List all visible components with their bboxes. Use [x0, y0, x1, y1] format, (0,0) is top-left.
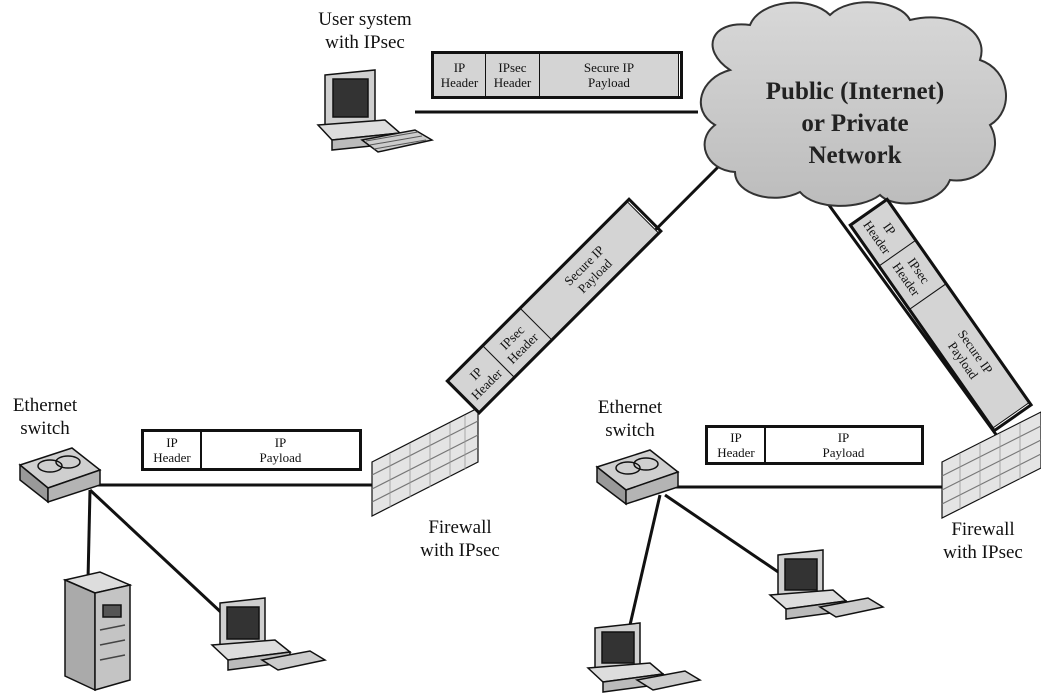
ethernet-switch-right-icon — [595, 449, 680, 506]
packet-top: IP Header IPsec Header Secure IP Payload — [431, 51, 683, 99]
links — [86, 110, 1002, 632]
firewall-right-label: Firewall with IPsec — [943, 519, 1023, 563]
link-cloud-firewall-right — [816, 189, 1002, 441]
pc-right-b-icon — [768, 549, 886, 620]
packet-top-secure-payload: Secure IP Payload — [539, 53, 679, 97]
link-switch-pc-right-a — [628, 494, 662, 626]
link-switch-server — [86, 489, 92, 581]
ethernet-switch-left-icon — [18, 447, 102, 504]
network-cloud — [699, 1, 1007, 207]
link-switch-pc-left — [88, 488, 242, 632]
packet-lan-left-ip-header: IP Header — [144, 432, 202, 468]
ethernet-switch-left-label: Ethernet switch — [12, 395, 78, 439]
link-switch-pc-right-b — [664, 493, 791, 582]
packet-lan-right-ip-header: IP Header — [708, 428, 766, 462]
packet-lan-right-ip-payload: IP Payload — [822, 430, 865, 460]
pc-left-icon — [210, 597, 328, 671]
user-computer-icon — [316, 69, 435, 153]
ethernet-switch-right-label: Ethernet switch — [597, 397, 663, 441]
packet-top-ip-header: IP Header — [433, 53, 486, 97]
firewall-right-icon — [941, 411, 1041, 519]
pc-right-a-icon — [586, 622, 703, 693]
firewall-left-icon — [371, 407, 479, 517]
packet-lan-left-ip-payload: IP Payload — [259, 435, 302, 465]
server-icon — [62, 571, 133, 692]
packet-top-ipsec-header: IPsec Header — [485, 53, 540, 97]
packet-lan-left: IP Header IP Payload — [141, 429, 362, 471]
network-cloud-label: Public (Internet) or Private Network — [765, 78, 945, 169]
user-system-label: User system with IPsec — [318, 9, 412, 53]
firewall-left-label: Firewall with IPsec — [420, 517, 500, 561]
packet-lan-right: IP Header IP Payload — [705, 425, 924, 465]
